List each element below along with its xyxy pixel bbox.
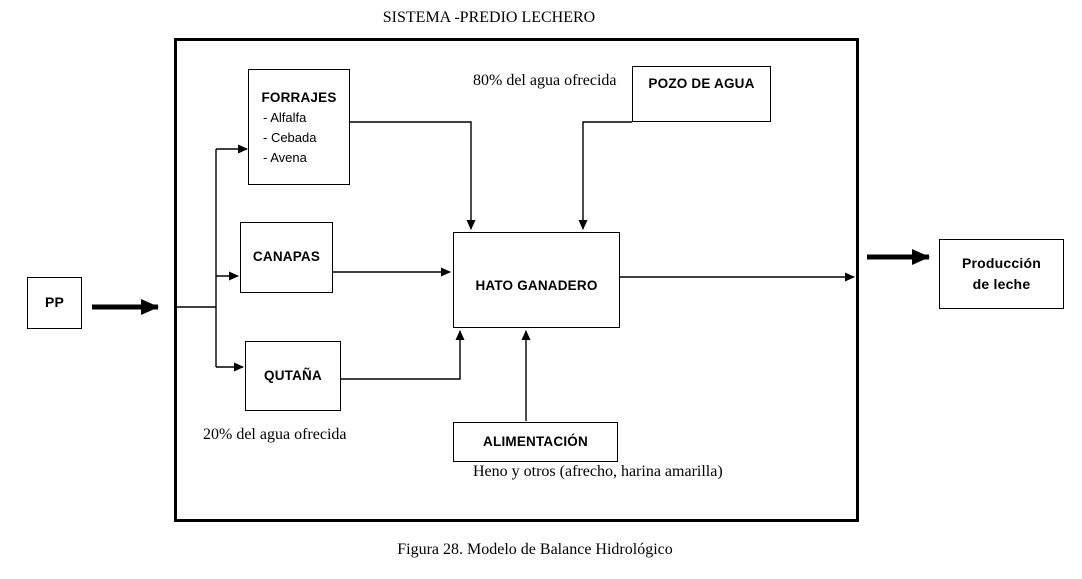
forrajes-box: FORRAJES - Alfalfa - Cebada - Avena [248, 69, 350, 185]
forrajes-item-avena: - Avena [263, 150, 307, 166]
hato-ganadero-label: HATO GANADERO [475, 277, 598, 293]
canapas-box: CANAPAS [240, 222, 333, 293]
hato-ganadero-box: HATO GANADERO [453, 232, 620, 328]
diagram-title: SISTEMA -PREDIO LECHERO [382, 9, 596, 26]
forrajes-label: FORRAJES [261, 89, 337, 105]
produccion-leche-box: Producción de leche [939, 239, 1064, 309]
pozo-de-agua-label: POZO DE AGUA [648, 76, 755, 91]
qutana-label: QUTAÑA [264, 367, 322, 383]
produccion-leche-label: Producción de leche [962, 253, 1041, 295]
annotation-heno-y-otros: Heno y otros (afrecho, harina amarilla) [473, 463, 723, 480]
figure-caption: Figura 28. Modelo de Balance Hidrológico [397, 541, 673, 558]
produccion-leche-line2: de leche [972, 276, 1031, 292]
forrajes-item-alfalfa: - Alfalfa [263, 110, 307, 126]
forrajes-item-cebada: - Cebada [263, 130, 317, 146]
alimentacion-box: ALIMENTACIÓN [453, 422, 618, 462]
pozo-de-agua-box: POZO DE AGUA [632, 66, 771, 122]
annotation-80-percent-agua: 80% del agua ofrecida [473, 72, 617, 89]
pp-box: PP [27, 277, 82, 329]
alimentacion-label: ALIMENTACIÓN [483, 433, 588, 449]
qutana-box: QUTAÑA [245, 341, 341, 411]
canapas-label: CANAPAS [252, 249, 321, 265]
produccion-leche-line1: Producción [961, 255, 1041, 271]
forrajes-content: FORRAJES - Alfalfa - Cebada - Avena [249, 86, 349, 169]
pp-label: PP [44, 294, 65, 311]
forrajes-item-list: - Alfalfa - Cebada - Avena [263, 108, 335, 168]
annotation-20-percent-agua: 20% del agua ofrecida [203, 426, 347, 443]
